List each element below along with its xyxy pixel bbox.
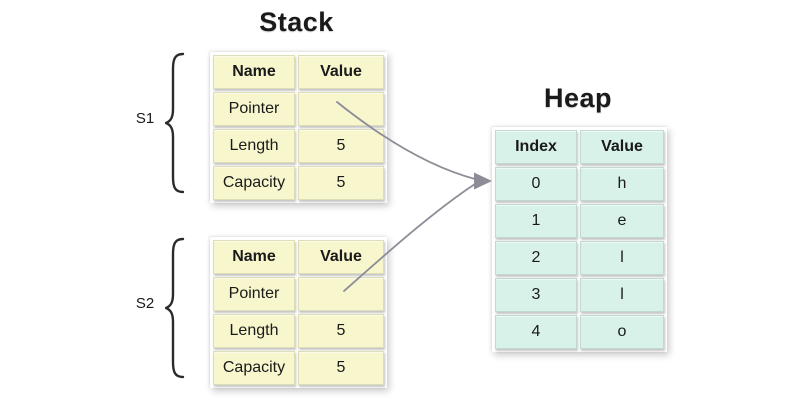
s1-header-value: Value bbox=[298, 55, 384, 89]
heap-title: Heap bbox=[543, 83, 613, 113]
s1-table: Name Value Pointer Length 5 Capacity 5 bbox=[210, 52, 387, 203]
arrowhead-icon bbox=[474, 172, 492, 190]
heap-row-0: 0 h bbox=[495, 167, 664, 201]
s2-brace bbox=[165, 237, 185, 379]
heap-header-value: Value bbox=[580, 130, 664, 164]
s1-capacity-name-cell: Capacity bbox=[213, 166, 295, 200]
s1-label: S1 bbox=[135, 110, 155, 127]
s2-header-value: Value bbox=[298, 240, 384, 274]
s1-header-name: Name bbox=[213, 55, 295, 89]
s1-capacity-value-cell: 5 bbox=[298, 166, 384, 200]
s2-header-name: Name bbox=[213, 240, 295, 274]
s2-header-row: Name Value bbox=[213, 240, 384, 274]
s2-capacity-name-cell: Capacity bbox=[213, 351, 295, 385]
s1-header-row: Name Value bbox=[213, 55, 384, 89]
s2-length-value-cell: 5 bbox=[298, 314, 384, 348]
heap-header-row: Index Value bbox=[495, 130, 664, 164]
s2-row-length: Length 5 bbox=[213, 314, 384, 348]
s1-pointer-name-cell: Pointer bbox=[213, 92, 295, 126]
heap-row-1: 1 e bbox=[495, 204, 664, 238]
s2-pointer-value-cell bbox=[298, 277, 384, 311]
heap-row-2: 2 l bbox=[495, 241, 664, 275]
heap-index-3-cell: 3 bbox=[495, 278, 577, 312]
s1-row-capacity: Capacity 5 bbox=[213, 166, 384, 200]
heap-index-2-cell: 2 bbox=[495, 241, 577, 275]
s1-length-value-cell: 5 bbox=[298, 129, 384, 163]
s2-label: S2 bbox=[135, 295, 155, 312]
heap-value-3-cell: l bbox=[580, 278, 664, 312]
heap-table: Index Value 0 h 1 e 2 l 3 l 4 o bbox=[492, 127, 667, 352]
s2-row-pointer: Pointer bbox=[213, 277, 384, 311]
s1-length-name-cell: Length bbox=[213, 129, 295, 163]
s2-table: Name Value Pointer Length 5 Capacity 5 bbox=[210, 237, 387, 388]
heap-value-1-cell: e bbox=[580, 204, 664, 238]
s2-capacity-value-cell: 5 bbox=[298, 351, 384, 385]
heap-index-1-cell: 1 bbox=[495, 204, 577, 238]
heap-value-2-cell: l bbox=[580, 241, 664, 275]
heap-header-index: Index bbox=[495, 130, 577, 164]
s2-row-capacity: Capacity 5 bbox=[213, 351, 384, 385]
s2-pointer-name-cell: Pointer bbox=[213, 277, 295, 311]
heap-index-0-cell: 0 bbox=[495, 167, 577, 201]
heap-value-4-cell: o bbox=[580, 315, 664, 349]
s1-row-pointer: Pointer bbox=[213, 92, 384, 126]
s1-brace bbox=[165, 52, 185, 194]
heap-row-4: 4 o bbox=[495, 315, 664, 349]
stack-title: Stack bbox=[259, 7, 334, 37]
s1-row-length: Length 5 bbox=[213, 129, 384, 163]
heap-value-0-cell: h bbox=[580, 167, 664, 201]
heap-index-4-cell: 4 bbox=[495, 315, 577, 349]
s1-pointer-value-cell bbox=[298, 92, 384, 126]
s2-length-name-cell: Length bbox=[213, 314, 295, 348]
heap-row-3: 3 l bbox=[495, 278, 664, 312]
